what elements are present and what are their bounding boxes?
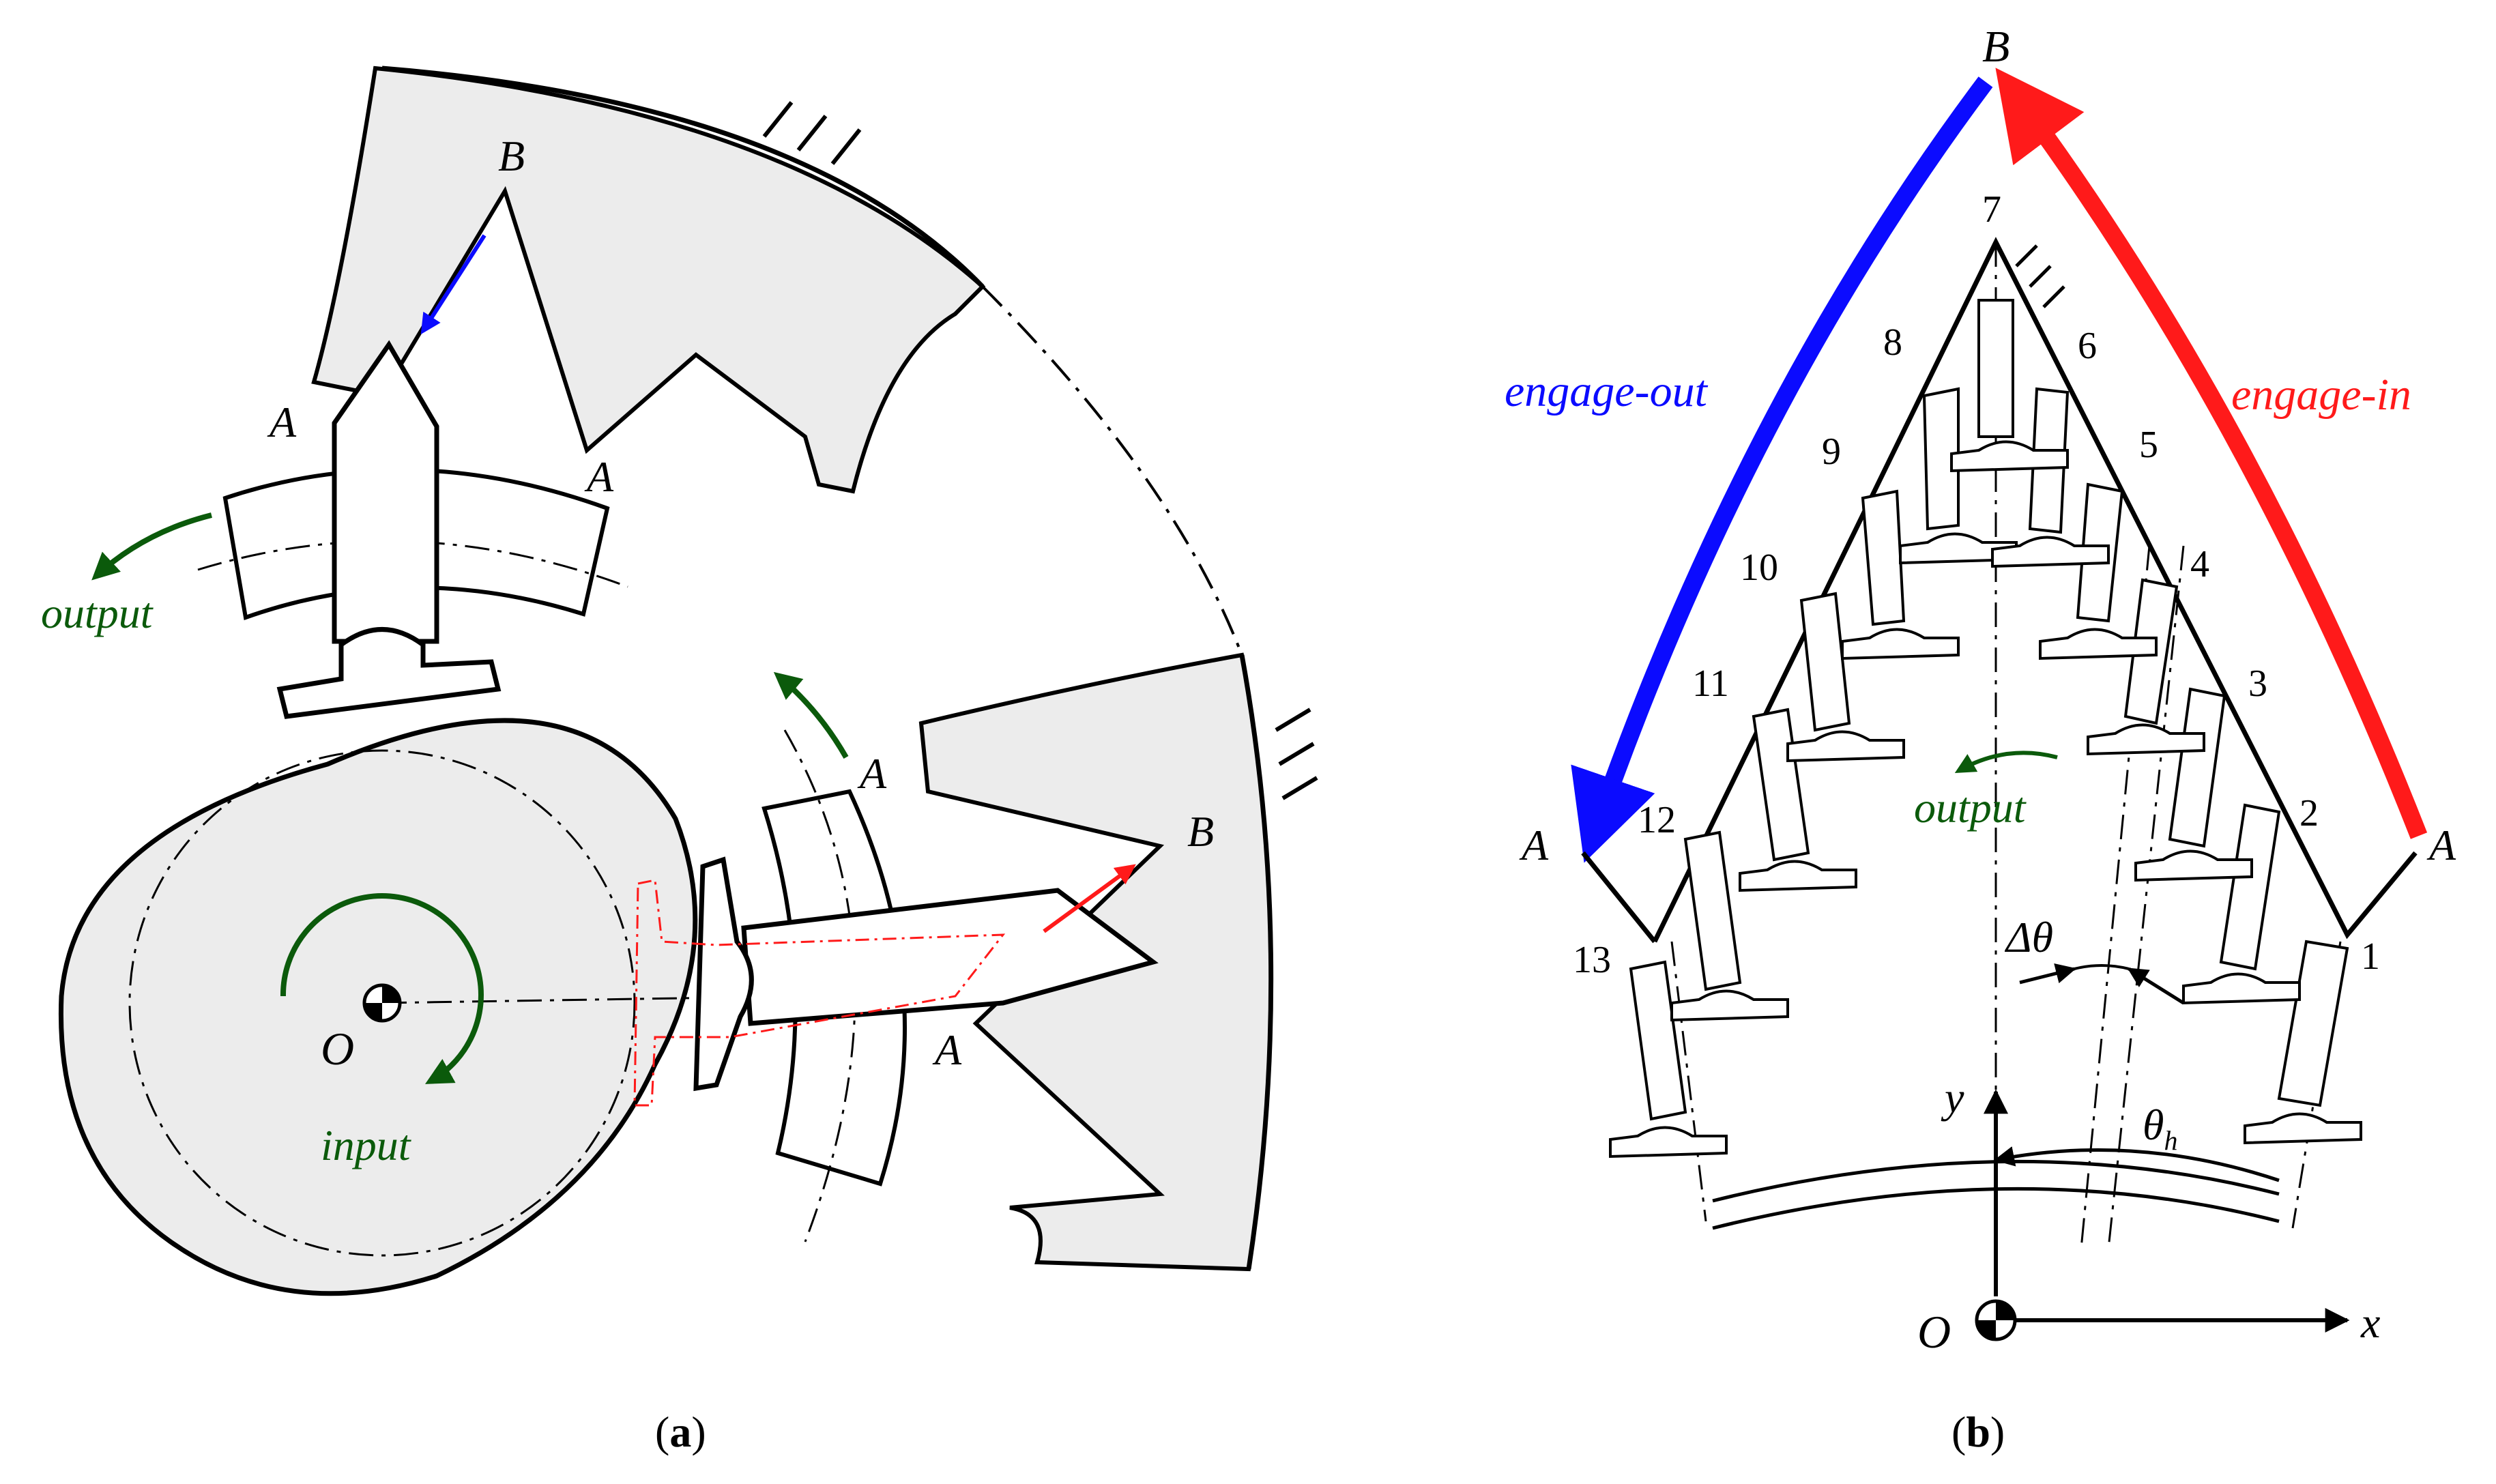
follower-7	[1977, 299, 2014, 438]
theta-h-arc	[1994, 1146, 2280, 1182]
position-number-1: 1	[2361, 935, 2380, 978]
caption-b: (b)	[1951, 1408, 2005, 1456]
cam-pitch-circle	[128, 749, 636, 1257]
label-A-mid-upper: A	[857, 749, 887, 798]
position-number-11: 11	[1692, 663, 1729, 705]
delta-theta-arrow-left	[2019, 963, 2076, 985]
housing-outer-arc	[381, 66, 985, 289]
label-delta-theta: Δθ	[2004, 913, 2053, 961]
label-A-right-b: A	[2426, 821, 2456, 869]
label-B-b: B	[1982, 22, 2009, 72]
caption-a-letter: a	[669, 1408, 691, 1456]
aux-dashdot-1	[2080, 545, 2151, 1249]
base-band-lower	[1712, 1187, 2280, 1230]
ground-hatch-icon	[762, 101, 1318, 800]
position-number-7: 7	[1982, 188, 2001, 231]
label-engage-out: engage-out	[1505, 366, 1709, 416]
follower-9	[1861, 489, 1906, 626]
center-mark-icon	[1975, 1299, 2017, 1341]
label-input: input	[321, 1121, 412, 1169]
label-theta-h: θh	[2143, 1101, 2177, 1156]
follower-3	[2168, 687, 2226, 848]
position-number-2: 2	[2299, 792, 2319, 834]
lower-follower-body	[741, 888, 1159, 1026]
housing-outer-arc-right	[1239, 654, 1274, 1270]
label-theta-sub: h	[2164, 1125, 2177, 1156]
housing-upper-sector	[311, 66, 986, 494]
label-A-left-b: A	[1519, 821, 1549, 869]
label-O-b: O	[1917, 1306, 1951, 1358]
caption-b-open: (	[1951, 1408, 1966, 1456]
position-number-3: 3	[2248, 663, 2267, 705]
svg-text:(b): (b)	[1951, 1408, 2005, 1456]
lower-follower-dashed-outline	[633, 879, 1006, 1107]
aux-dashdot-4	[1670, 941, 1707, 1222]
caption-b-close: )	[1990, 1408, 2005, 1456]
delta-theta-arc	[2074, 964, 2130, 970]
label-y: y	[1941, 1073, 1964, 1122]
follower-positions	[1629, 299, 2349, 1121]
label-output-b: output	[1914, 783, 2027, 832]
caption-a-close: )	[691, 1408, 706, 1456]
position-number-4: 4	[2190, 543, 2209, 585]
panel-b-diagram: B engage-out engage-in A A output Δθ θh …	[1505, 22, 2456, 1456]
housing-outer-arc-dashdot	[981, 285, 1243, 656]
position-number-13: 13	[1573, 939, 1611, 981]
svg-text:(a): (a)	[655, 1408, 706, 1456]
follower-1	[2277, 940, 2349, 1107]
lower-red-arrow	[1043, 864, 1136, 933]
delta-theta-arrow-right	[2127, 967, 2185, 1005]
engage-out-arrow	[1571, 76, 1993, 863]
panel-a-diagram: B A A output O input A B A (a)	[41, 66, 1318, 1456]
engage-in-arrow	[1995, 68, 2428, 839]
label-B-right: B	[1187, 807, 1214, 856]
position-number-5: 5	[2139, 424, 2158, 466]
rotation-arrow-icon	[280, 893, 484, 1084]
label-A-mid-lower: A	[932, 1025, 962, 1074]
position-number-8: 8	[1883, 321, 1902, 364]
position-number-10: 10	[1740, 547, 1778, 589]
position-number-12: 12	[1638, 799, 1676, 841]
aux-dashdot-2	[2107, 545, 2185, 1249]
upper-blue-arrow	[420, 234, 487, 335]
follower-13	[1629, 960, 1687, 1121]
lower-follower-roller	[693, 856, 754, 1092]
center-mark-icon	[362, 983, 402, 1023]
label-A-top-left: A	[267, 398, 297, 446]
upper-follower-roller	[276, 627, 502, 719]
caption-b-letter: b	[1966, 1408, 1990, 1456]
follower-shoes	[1609, 440, 2362, 1159]
position-number-9: 9	[1822, 431, 1841, 473]
position-number-6: 6	[2078, 325, 2097, 367]
follower-11	[1752, 708, 1810, 862]
label-O-a: O	[321, 1023, 354, 1075]
upper-follower-body	[332, 340, 439, 644]
output-arrow-upper	[91, 512, 212, 581]
caption-a-open: (	[655, 1408, 669, 1456]
ground-hatch-icon	[2015, 244, 2065, 308]
output-arrow-lower	[773, 671, 849, 759]
follower-12	[1683, 830, 1742, 991]
label-theta: θ	[2143, 1101, 2164, 1149]
label-output-a: output	[41, 589, 154, 637]
label-engage-in: engage-in	[2231, 370, 2411, 420]
follower-8	[1922, 387, 1960, 531]
follower-2	[2219, 803, 2281, 971]
label-B-top: B	[498, 132, 525, 180]
label-A-top-right: A	[584, 452, 614, 501]
caption-a: (a)	[655, 1408, 706, 1456]
follower-10	[1799, 592, 1851, 732]
label-x: x	[2360, 1298, 2380, 1347]
output-arrow-b	[1954, 751, 2058, 773]
